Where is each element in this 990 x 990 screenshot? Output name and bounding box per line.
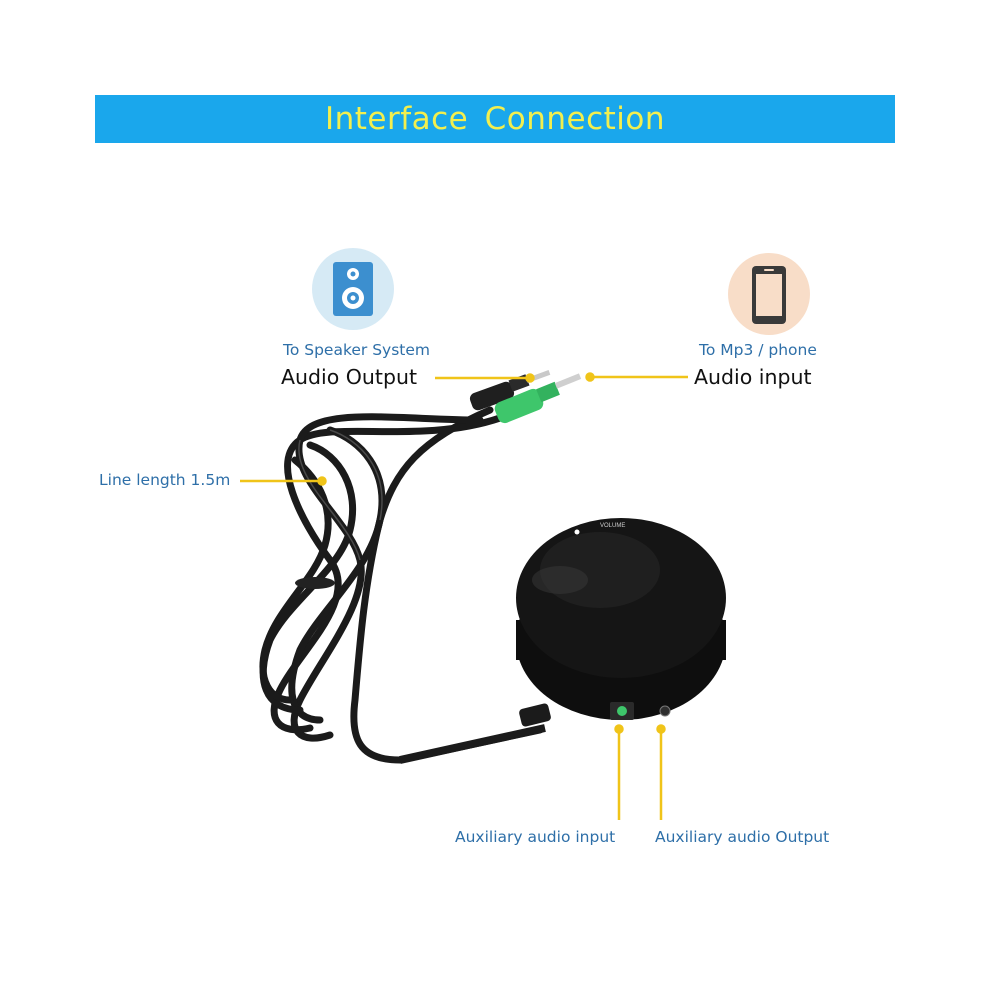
aux-input-label: Auxiliary audio input: [455, 828, 616, 846]
leader-lines: [240, 372, 688, 820]
device-cable: [399, 724, 546, 764]
device-volume-print: VOLUME: [600, 523, 625, 529]
banner-title: Interface Connection: [324, 101, 666, 137]
speaker-icon: [312, 248, 394, 330]
cable-tie: [295, 577, 335, 589]
cable-strain-relief: [519, 703, 551, 727]
green-plug: [494, 373, 582, 424]
cable-highlights: [298, 429, 383, 561]
title-banner: Interface Connection: [95, 95, 895, 143]
speaker-caption: To Speaker System: [283, 341, 431, 359]
audio-input-label: Audio input: [694, 365, 812, 389]
volume-device: VOLUME: [516, 518, 726, 720]
audio-output-label: Audio Output: [281, 365, 417, 389]
line-length-label: Line length 1.5m: [99, 471, 231, 489]
phone-caption: To Mp3 / phone: [699, 341, 817, 359]
aux-output-label: Auxiliary audio Output: [655, 828, 830, 846]
phone-icon: [728, 253, 810, 335]
